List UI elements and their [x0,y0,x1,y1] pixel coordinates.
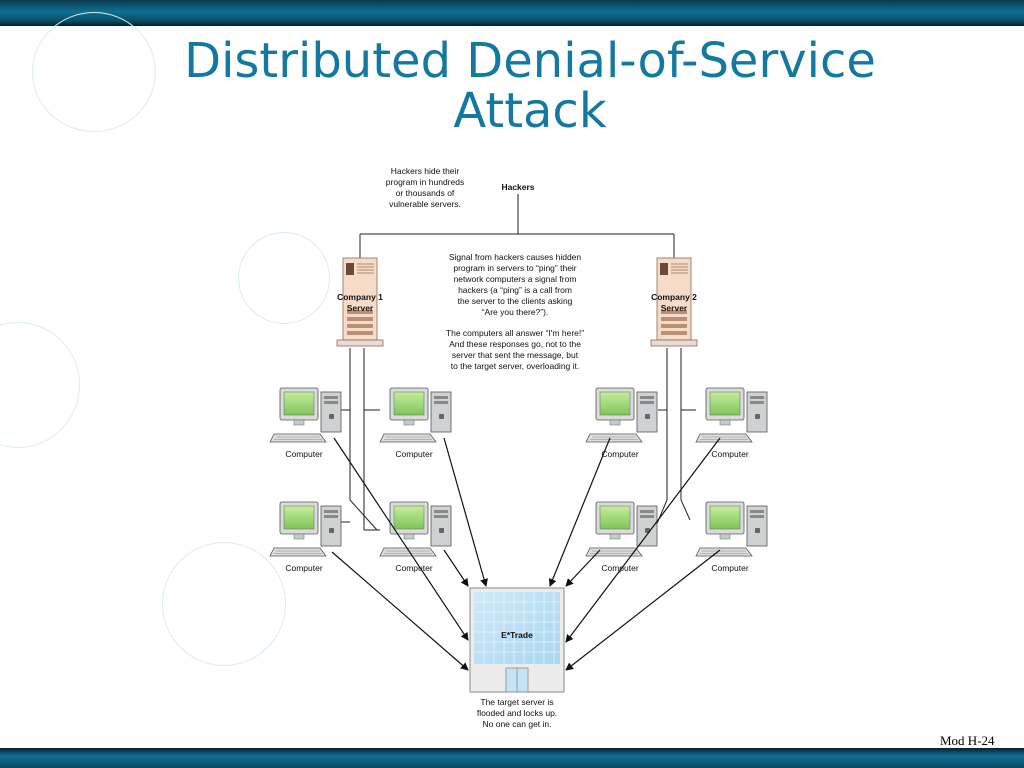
computer-icon [585,387,658,443]
bottom-bar [0,748,1024,768]
page-title: Distributed Denial-of-Service Attack [140,36,920,136]
computer-label: Computer [711,563,749,573]
computer-icon [379,387,452,443]
computer-icon [695,501,768,557]
computer-label: Computer [395,563,433,573]
computer-label: Computer [285,563,323,573]
diagram-graphics [269,194,768,693]
computer-label: Computer [601,449,639,459]
ddos-diagram: Hackers hide their program in hundreds o… [230,160,800,740]
target-note: The target server is flooded and locks u… [476,697,558,729]
target-building-icon [469,587,565,693]
company1-server-label: Company 1 Server [337,292,383,313]
computer-label: Computer [285,449,323,459]
company2-server-label: Company 2 Server [651,292,697,313]
computer-icon [379,501,452,557]
decor-circle [32,12,156,132]
signal-note: Signal from hackers causes hidden progra… [448,252,582,317]
computer-label: Computer [601,563,639,573]
hide-note: Hackers hide their program in hundreds o… [385,166,465,209]
target-server-label: E*Trade [501,630,533,640]
decor-circle [238,232,330,324]
answer-note: The computers all answer “I'm here!” And… [445,328,585,371]
slide-number: Mod H-24 [940,733,995,748]
title-line-1: Distributed Denial-of-Service [184,33,876,89]
hackers-label: Hackers [501,182,535,192]
computer-icon [269,387,342,443]
title-line-2: Attack [453,83,607,139]
decor-circle [162,542,286,666]
computer-icon [695,387,768,443]
computer-icon [269,501,342,557]
computer-label: Computer [395,449,433,459]
computer-label: Computer [711,449,749,459]
computer-icon [585,501,658,557]
top-bar [0,0,1024,26]
decor-circle [0,322,80,448]
